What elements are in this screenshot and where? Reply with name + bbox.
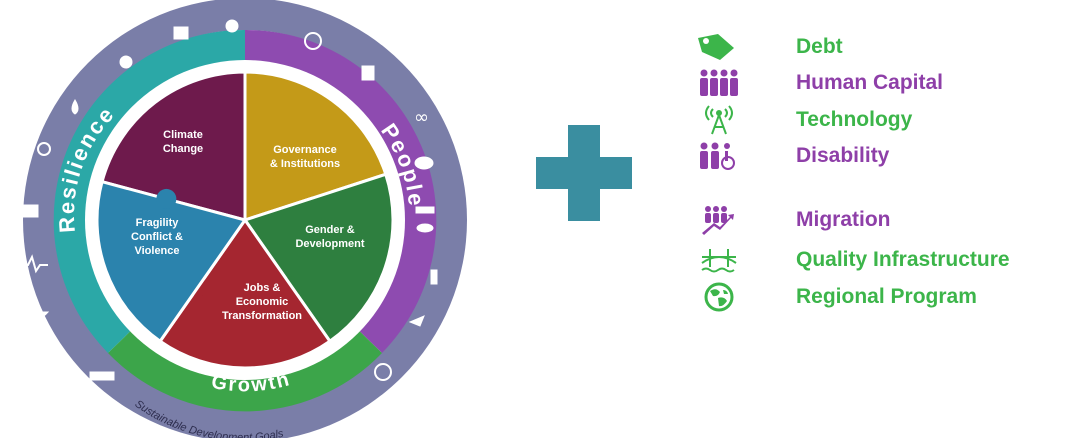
segment-fragility [95,179,248,344]
sdg-infinity-icon: ∞ [414,107,429,128]
segment-label-line: Violence [134,245,179,257]
puzzle-knob [156,188,177,209]
segment-label-line: Development [295,238,364,250]
migration-icon [702,206,734,235]
segment-label-line: Conflict & [131,231,183,243]
sdg-icons: ∞ [20,19,438,381]
segment-label-line: Fragility [136,217,180,229]
tag-icon [698,34,734,60]
legend-label: Regional Program [796,285,977,308]
sdg-cluster-icon [225,19,239,33]
legend-item-regional-program: Regional Program [690,282,1065,312]
segment-governance [243,70,388,223]
legend-item-debt: Debt [690,32,1065,62]
segment-label-line: Climate [163,129,203,141]
plus-vertical-bar [568,125,600,221]
globe-icon [704,282,734,312]
sdg-bowl-icon [26,311,50,319]
sdg-sun-icon [119,55,133,69]
segment-label-line: Change [163,143,203,155]
sdg-drop-icon [71,99,79,115]
wheelchair-people-icon [700,142,735,170]
sdg-chart-icon [173,26,189,40]
legend-label: Human Capital [796,71,944,94]
legend-item-migration: Migration [690,205,1065,235]
antenna-tower-icon [705,105,733,135]
legend-label: Debt [796,35,843,58]
sdg-city-icon [361,65,375,81]
segment-label-gender: Gender & Development [295,224,364,250]
people-group-icon [700,69,738,96]
bridge-icon [701,249,737,273]
legend-label: Quality Infrastructure [796,248,1010,271]
segment-jobs [158,217,332,370]
segment-label-line: Economic [236,296,289,308]
plus-sign [536,125,632,221]
sdg-fish-icon [416,223,434,233]
segment-gender [242,172,395,344]
sdg-book-icon [21,204,39,218]
legend-label: Migration [796,208,891,231]
legend-label: Technology [796,108,913,131]
segment-label-line: & Institutions [270,158,340,170]
legend-label: Disability [796,144,890,167]
sdg-eye-icon [414,156,434,170]
segment-label-line: Transformation [222,310,302,322]
sdg-flower-icon [374,363,392,381]
sdg-circle-icon [304,32,322,50]
segment-label-line: Governance [273,144,337,156]
segment-label-line: Jobs & [244,282,281,294]
segment-label-line: Gender & [305,224,355,236]
legend-item-technology: Technology [690,105,1065,135]
legend-item-human-capital: Human Capital [690,68,1065,98]
sdg-heartbeat-icon [20,254,48,274]
legend-item-quality-infrastructure: Quality Infrastructure [690,245,1065,275]
legend-item-disability: Disability [690,141,1065,171]
sdg-people-icon [89,371,115,381]
sdg-dove-icon [408,315,425,327]
sdg-water-icon [415,206,435,214]
segment-label-governance: Governance & Institutions [270,144,340,170]
sdg-tree-icon [430,269,438,285]
sdg-gender-icon [37,142,51,156]
segment-climate [100,70,247,222]
